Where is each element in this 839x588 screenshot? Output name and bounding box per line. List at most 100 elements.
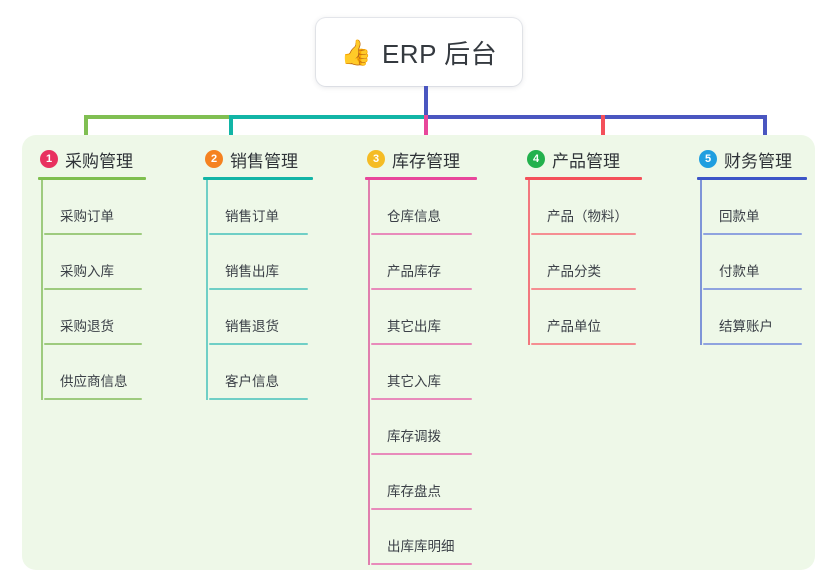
item-label: 销售出库 [225, 264, 279, 279]
list-item[interactable]: 库存盘点 [368, 455, 515, 510]
module-title-4: 产品管理 [552, 151, 620, 171]
module-column-product: 4 产品管理 产品（物料） 产品分类 产品单位 [525, 146, 685, 345]
module-header-product[interactable]: 4 产品管理 [525, 146, 685, 172]
module-items-4: 产品（物料） 产品分类 产品单位 [525, 180, 685, 345]
item-rule [531, 343, 636, 345]
module-header-inventory[interactable]: 3 库存管理 [365, 146, 515, 172]
item-rule [209, 343, 308, 345]
list-item[interactable]: 回款单 [700, 180, 839, 235]
item-rule [531, 233, 636, 235]
list-item[interactable]: 采购入库 [41, 235, 188, 290]
thumbs-up-icon: 👍 [340, 38, 372, 67]
root-node[interactable]: 👍 ERP 后台 [316, 18, 522, 86]
module-items-5: 回款单 付款单 结算账户 [697, 180, 839, 345]
item-rule [371, 233, 472, 235]
list-item[interactable]: 供应商信息 [41, 345, 188, 400]
item-rule [209, 288, 308, 290]
item-label: 库存调拨 [387, 429, 441, 444]
item-rule [371, 563, 472, 565]
module-badge-3: 3 [367, 150, 385, 168]
list-item[interactable]: 客户信息 [206, 345, 353, 400]
module-badge-4: 4 [527, 150, 545, 168]
item-rule [44, 398, 142, 400]
item-label: 产品分类 [547, 264, 601, 279]
module-header-rule-5 [697, 177, 807, 180]
item-label: 产品库存 [387, 264, 441, 279]
item-label: 供应商信息 [60, 374, 128, 389]
list-item[interactable]: 产品单位 [528, 290, 685, 345]
list-item[interactable]: 仓库信息 [368, 180, 515, 235]
module-header-rule-3 [365, 177, 477, 180]
item-rule [44, 288, 142, 290]
item-label: 回款单 [719, 209, 760, 224]
connector-bar-segment-blue [424, 115, 767, 119]
module-spine-2 [206, 180, 208, 400]
item-rule [703, 343, 802, 345]
list-item[interactable]: 采购订单 [41, 180, 188, 235]
item-rule [209, 398, 308, 400]
module-spine-1 [41, 180, 43, 400]
item-rule [371, 508, 472, 510]
item-label: 仓库信息 [387, 209, 441, 224]
item-label: 其它出库 [387, 319, 441, 334]
connector-bar-segment-teal [229, 115, 424, 119]
branch-connector-1 [84, 115, 88, 148]
module-header-rule-4 [525, 177, 642, 180]
list-item[interactable]: 付款单 [700, 235, 839, 290]
branch-connector-2 [229, 115, 233, 148]
list-item[interactable]: 其它出库 [368, 290, 515, 345]
branch-connector-5 [763, 115, 767, 148]
list-item[interactable]: 库存调拨 [368, 400, 515, 455]
list-item[interactable]: 销售出库 [206, 235, 353, 290]
item-label: 库存盘点 [387, 484, 441, 499]
module-column-sales: 2 销售管理 销售订单 销售出库 销售退货 客户信息 [203, 146, 353, 400]
item-label: 销售退货 [225, 319, 279, 334]
root-title: ERP 后台 [381, 38, 498, 69]
item-rule [44, 343, 142, 345]
list-item[interactable]: 产品（物料） [528, 180, 685, 235]
list-item[interactable]: 销售订单 [206, 180, 353, 235]
connector-bar-segment-green [84, 115, 229, 119]
item-rule [371, 453, 472, 455]
item-rule [44, 233, 142, 235]
module-badge-1: 1 [40, 150, 58, 168]
module-header-sales[interactable]: 2 销售管理 [203, 146, 353, 172]
item-rule [371, 288, 472, 290]
module-badge-5: 5 [699, 150, 717, 168]
module-items-3: 仓库信息 产品库存 其它出库 其它入库 库存调拨 库存盘点 [365, 180, 515, 565]
module-header-purchasing[interactable]: 1 采购管理 [38, 146, 188, 172]
item-rule [371, 343, 472, 345]
module-items-2: 销售订单 销售出库 销售退货 客户信息 [203, 180, 353, 400]
item-rule [209, 233, 308, 235]
module-spine-5 [700, 180, 702, 345]
branch-connector-4 [601, 115, 605, 148]
module-badge-2: 2 [205, 150, 223, 168]
item-label: 付款单 [719, 264, 760, 279]
item-label: 产品单位 [547, 319, 601, 334]
list-item[interactable]: 销售退货 [206, 290, 353, 345]
item-label: 采购退货 [60, 319, 114, 334]
module-header-rule-1 [38, 177, 146, 180]
item-rule [531, 288, 636, 290]
item-label: 其它入库 [387, 374, 441, 389]
item-label: 出库库明细 [387, 539, 455, 554]
branch-connector-3 [424, 115, 428, 148]
list-item[interactable]: 产品库存 [368, 235, 515, 290]
module-column-finance: 5 财务管理 回款单 付款单 结算账户 [697, 146, 839, 345]
module-items-1: 采购订单 采购入库 采购退货 供应商信息 [38, 180, 188, 400]
list-item[interactable]: 其它入库 [368, 345, 515, 400]
list-item[interactable]: 采购退货 [41, 290, 188, 345]
list-item[interactable]: 出库库明细 [368, 510, 515, 565]
item-rule [703, 233, 802, 235]
list-item[interactable]: 结算账户 [700, 290, 839, 345]
item-rule [371, 398, 472, 400]
list-item[interactable]: 产品分类 [528, 235, 685, 290]
trunk-connector [424, 86, 428, 118]
module-header-finance[interactable]: 5 财务管理 [697, 146, 839, 172]
item-label: 结算账户 [719, 319, 773, 334]
module-column-inventory: 3 库存管理 仓库信息 产品库存 其它出库 其它入库 库存调拨 [365, 146, 515, 565]
module-title-3: 库存管理 [392, 151, 460, 171]
item-label: 销售订单 [225, 209, 279, 224]
module-title-2: 销售管理 [230, 151, 298, 171]
